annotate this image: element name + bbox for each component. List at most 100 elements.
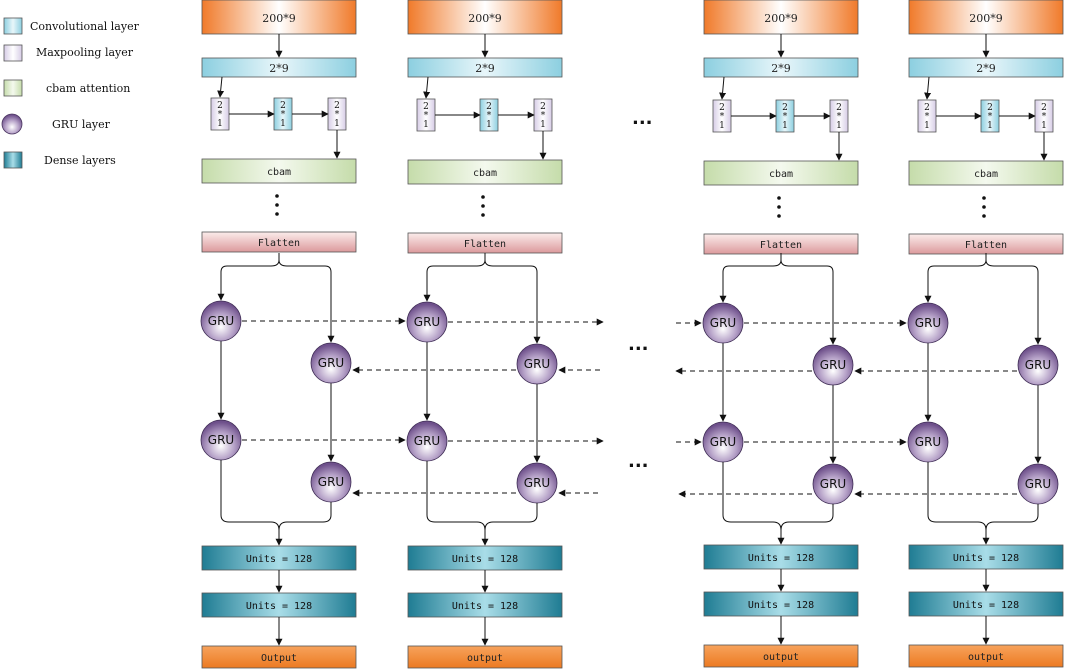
gru-node xyxy=(516,343,558,385)
gru-label: GRU xyxy=(208,314,234,328)
column-2: 200*92*92*12*12*1cbamFlattenGRUGRUGRUGRU… xyxy=(406,0,563,669)
dense-box-2 xyxy=(201,592,357,618)
arrow-gru-merge-left xyxy=(927,462,990,545)
gru-label: GRU xyxy=(208,433,234,447)
vertical-ellipsis-dot xyxy=(982,196,986,200)
kernel-label: 1 xyxy=(1041,121,1047,131)
kernel-label: * xyxy=(281,110,286,120)
conv-label: 2*9 xyxy=(269,62,289,75)
kernel-label: 1 xyxy=(280,119,286,129)
gru-node xyxy=(1017,344,1059,386)
input-label: 200*9 xyxy=(764,12,798,25)
kernel-label: 2 xyxy=(423,102,429,112)
arrow-flatten-gru-right xyxy=(484,259,541,344)
output-label: output xyxy=(467,653,503,664)
cbam-label: cbam xyxy=(267,167,291,178)
flatten-label: Flatten xyxy=(464,239,506,250)
input-box xyxy=(703,0,859,35)
gru-node xyxy=(702,302,744,344)
gru-label: GRU xyxy=(318,475,344,489)
dense-label-1: Units = 128 xyxy=(246,554,312,565)
kernel-label: * xyxy=(541,111,546,121)
column-ellipsis-top: ... xyxy=(632,108,653,129)
output-box xyxy=(407,645,563,669)
gru-node xyxy=(812,344,854,386)
conv-label: 2*9 xyxy=(976,62,996,75)
legend-gru-swatch xyxy=(1,113,23,135)
arrow-conv-kernel xyxy=(423,76,431,99)
legend-cbam-label: cbam attention xyxy=(46,82,130,95)
vertical-ellipsis-dot xyxy=(275,194,279,198)
arrow-gru-merge-left xyxy=(426,461,489,546)
kernel-label: 1 xyxy=(486,120,492,130)
legend: Convolutional layer Maxpooling layer cba… xyxy=(1,17,140,169)
arrow-flatten-gru-right xyxy=(278,259,335,343)
kernel-label: 2 xyxy=(334,101,340,111)
kernel-label: * xyxy=(837,112,842,122)
dense-box-1 xyxy=(201,545,357,571)
legend-dense-label: Dense layers xyxy=(44,154,116,167)
conv-box xyxy=(908,57,1064,78)
kernel-label: 1 xyxy=(423,120,429,130)
vertical-ellipsis-dot xyxy=(777,196,781,200)
flatten-label: Flatten xyxy=(760,240,802,251)
kernel-label: 1 xyxy=(334,119,340,129)
dense-box-1 xyxy=(908,544,1064,570)
gru-label: GRU xyxy=(1025,358,1051,372)
dense-label-1: Units = 128 xyxy=(748,553,814,564)
conv-box xyxy=(703,57,859,78)
arrow-flatten-gru-left xyxy=(719,253,782,303)
kernel-label: 2 xyxy=(1041,103,1047,113)
gru-label: GRU xyxy=(414,434,440,448)
arrow-flatten-gru-left xyxy=(924,253,987,303)
dense-box-2 xyxy=(908,591,1064,617)
column-1: 200*92*92*12*12*1cbamFlattenGRUGRUGRUGRU… xyxy=(200,0,357,669)
column-3: 200*92*92*12*12*1cbamFlattenGRUGRUGRUGRU… xyxy=(702,0,859,668)
gru-label: GRU xyxy=(710,316,736,330)
cbam-label: cbam xyxy=(974,169,998,180)
kernel-label: * xyxy=(424,111,429,121)
legend-dense-swatch xyxy=(3,151,23,169)
kernel-label: 2 xyxy=(782,103,788,113)
kernel-label: * xyxy=(783,112,788,122)
kernel-label: 1 xyxy=(540,120,546,130)
legend-cbam-swatch xyxy=(3,79,23,97)
kernel-label: * xyxy=(487,111,492,121)
vertical-ellipsis-dot xyxy=(777,214,781,218)
gru-label: GRU xyxy=(820,358,846,372)
arrow-conv-kernel xyxy=(924,76,932,100)
dense-label-2: Units = 128 xyxy=(452,601,518,612)
vertical-ellipsis-dot xyxy=(481,213,485,217)
dense-label-2: Units = 128 xyxy=(748,600,814,611)
output-label: Output xyxy=(261,653,297,664)
dense-box-2 xyxy=(703,591,859,617)
cbam-label: cbam xyxy=(473,168,497,179)
legend-conv-label: Convolutional layer xyxy=(30,20,140,33)
gru-label: GRU xyxy=(524,357,550,371)
kernel-label: * xyxy=(218,110,223,120)
arrow-gru-merge-left xyxy=(722,462,785,545)
kernel-label: 2 xyxy=(836,103,842,113)
arrow-gru-merge-right xyxy=(484,503,538,531)
dense-box-2 xyxy=(407,592,563,618)
conv-label: 2*9 xyxy=(475,62,495,75)
cbam-box xyxy=(703,160,859,186)
dense-label-2: Units = 128 xyxy=(246,601,312,612)
kernel-label: 1 xyxy=(987,121,993,131)
dense-label-2: Units = 128 xyxy=(953,600,1019,611)
arrow-flatten-gru-right xyxy=(780,259,837,345)
legend-conv-swatch xyxy=(3,17,23,35)
gru-node xyxy=(406,301,448,343)
kernel-label: 1 xyxy=(217,119,223,129)
kernel-label: * xyxy=(720,112,725,122)
cbam-box xyxy=(407,159,563,185)
kernel-label: 2 xyxy=(280,101,286,111)
kernel-label: 2 xyxy=(486,102,492,112)
arrow-gru-merge-right xyxy=(780,504,834,531)
output-box xyxy=(703,644,859,668)
temporal-connections xyxy=(242,317,1017,498)
output-label: output xyxy=(763,652,799,663)
arrow-gru-merge-right xyxy=(985,504,1039,531)
arrow-flatten-gru-left xyxy=(423,253,486,302)
